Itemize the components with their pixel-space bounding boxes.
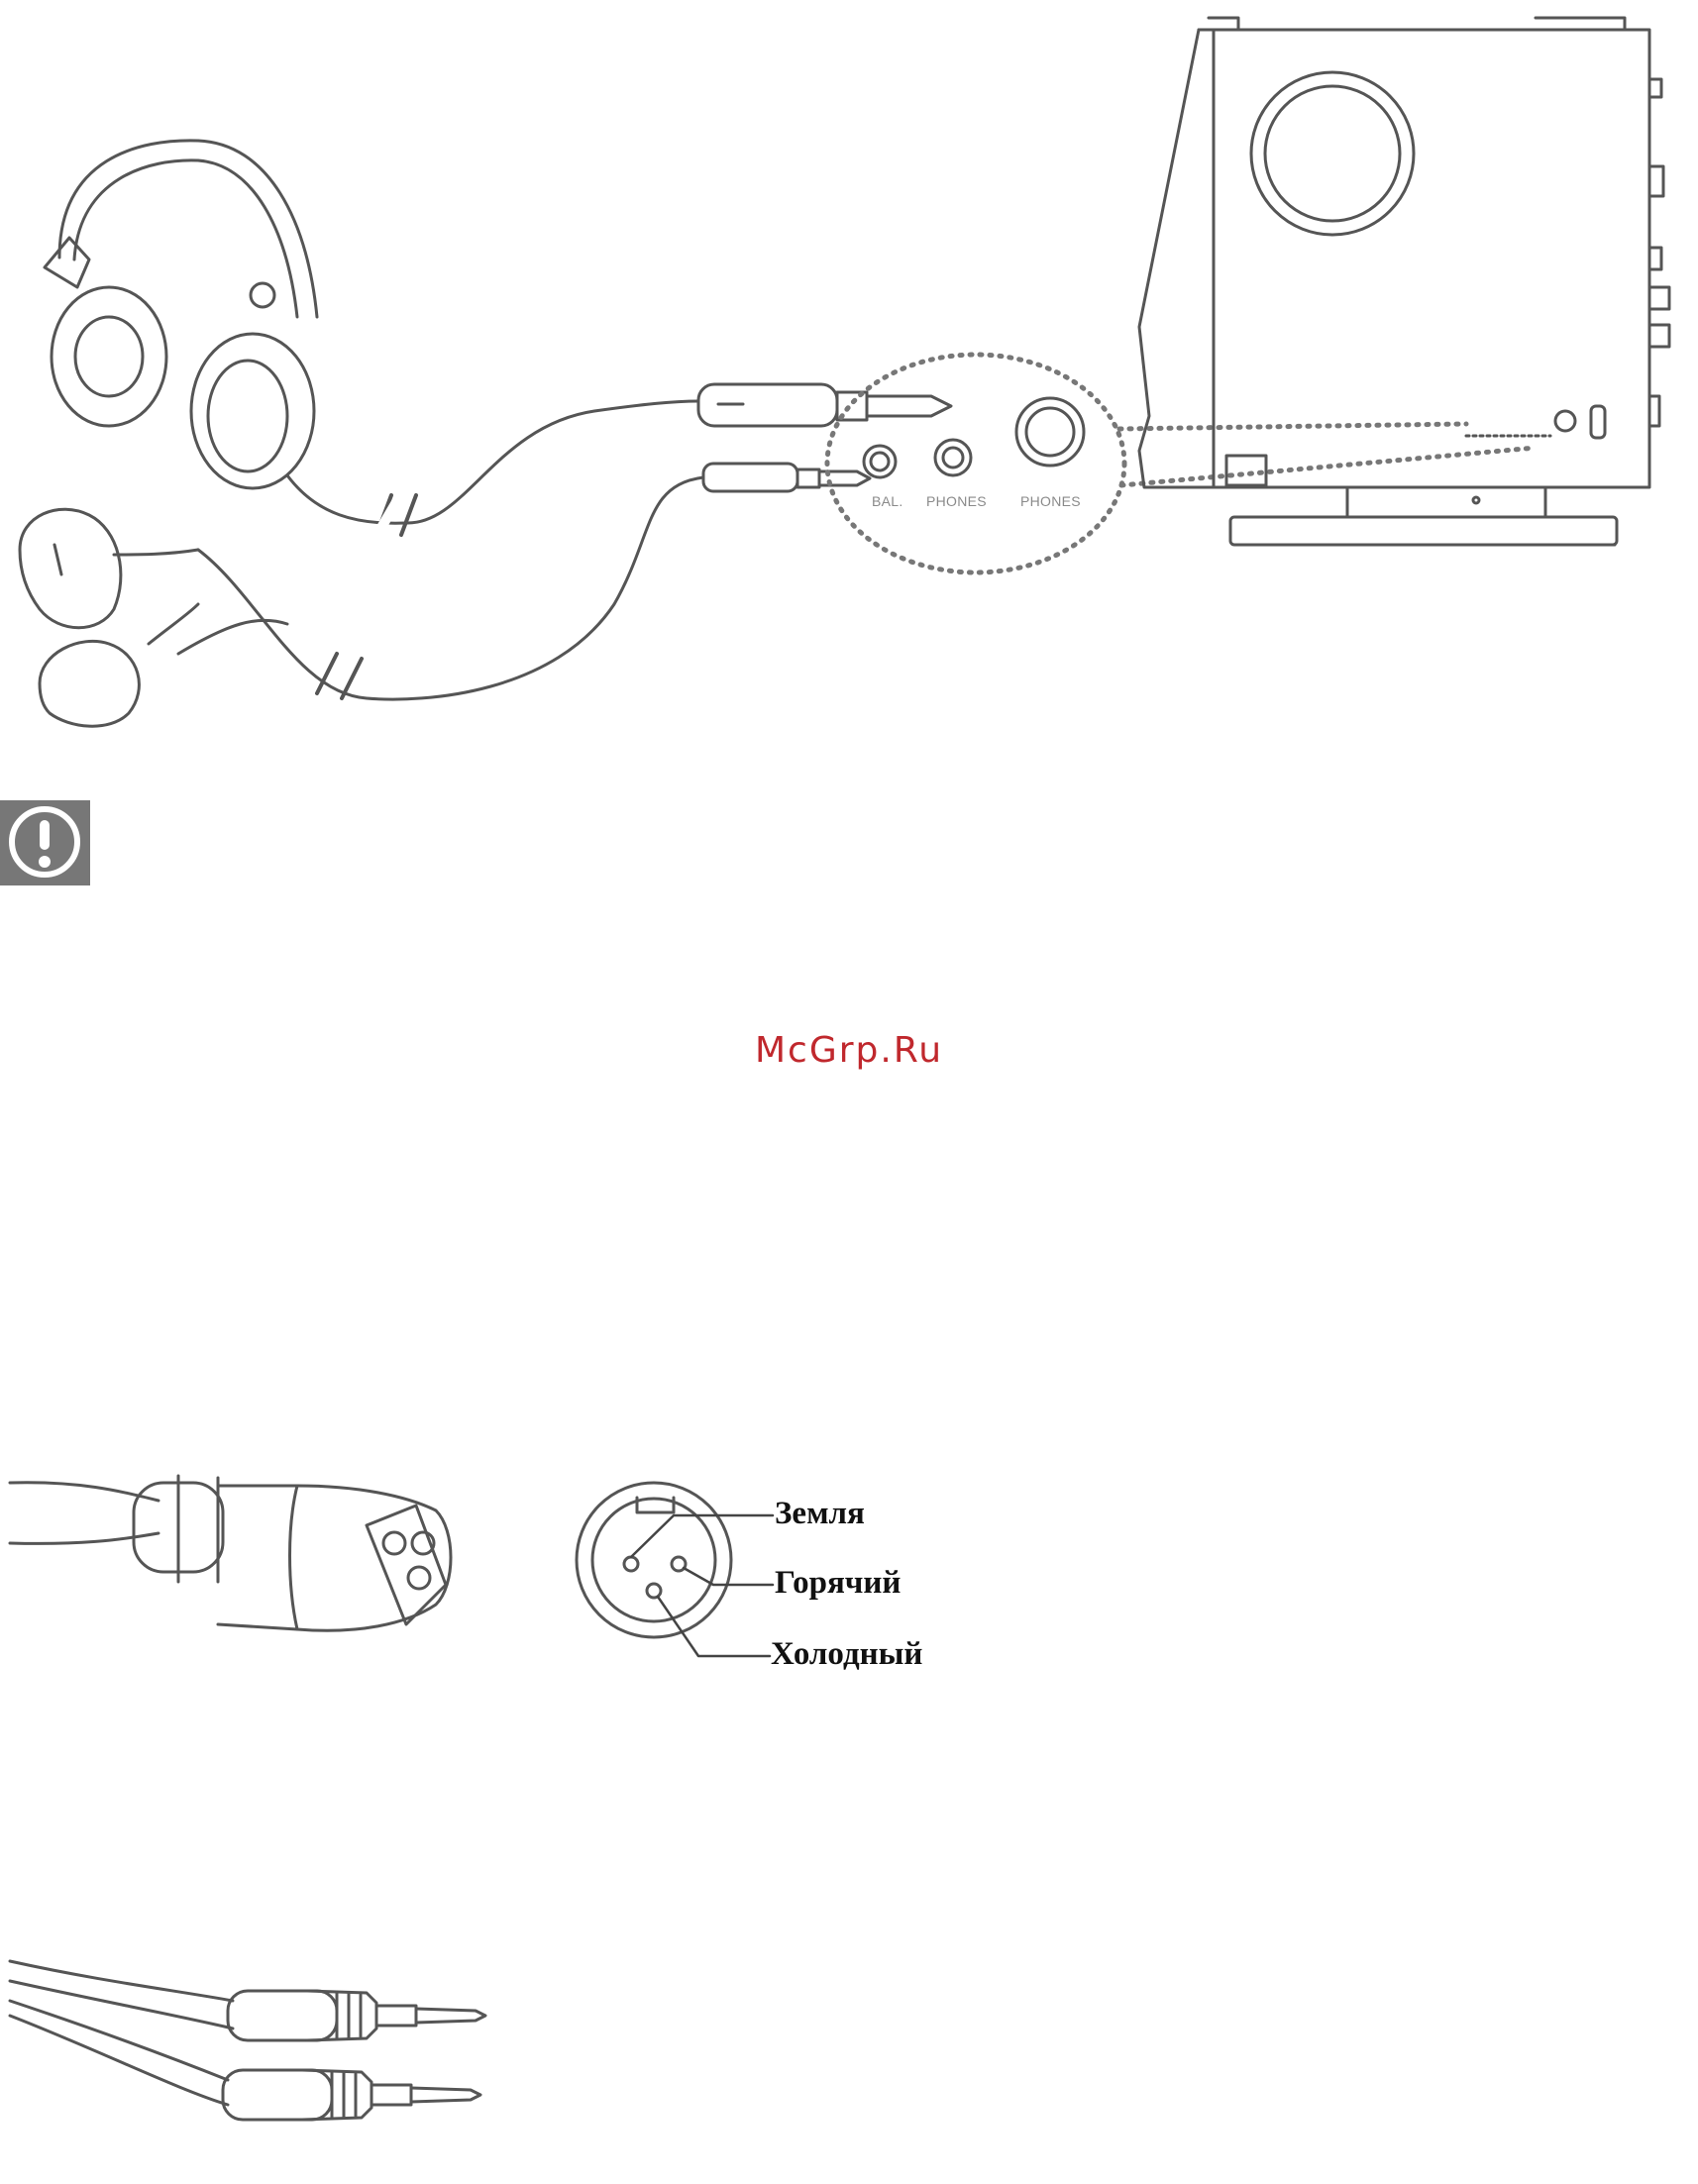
xlr-pin-hot — [672, 1557, 686, 1571]
xlr-cable-side — [10, 1476, 451, 1630]
phones-small-port-label: PHONES — [926, 493, 987, 509]
phones-large-port-label: PHONES — [1020, 493, 1081, 509]
xlr-label-cold: Холодный — [771, 1636, 922, 1673]
small-jack-plug — [703, 464, 870, 491]
xlr-label-ground: Земля — [775, 1496, 865, 1532]
xlr-pin-ground — [624, 1557, 638, 1571]
warning-icon — [0, 800, 90, 885]
phones-small-port — [935, 440, 971, 475]
watermark-text: McGrp.Ru — [0, 1030, 1698, 1071]
xlr-pin-cold — [647, 1584, 661, 1598]
amplifier-unit — [1139, 18, 1669, 545]
exclamation-circle-icon — [0, 800, 90, 885]
earbuds — [20, 509, 287, 726]
bal-port — [864, 446, 896, 477]
over-ear-headphones — [45, 141, 406, 523]
rca-cables — [10, 1961, 485, 2120]
bal-port-label: BAL. — [872, 493, 903, 509]
large-jack-plug — [698, 384, 951, 426]
xlr-label-hot: Горячий — [775, 1565, 901, 1602]
headphone-connection-illustration: BAL. PHONES PHONES — [0, 0, 1698, 753]
xlr-front-face — [577, 1483, 773, 1656]
